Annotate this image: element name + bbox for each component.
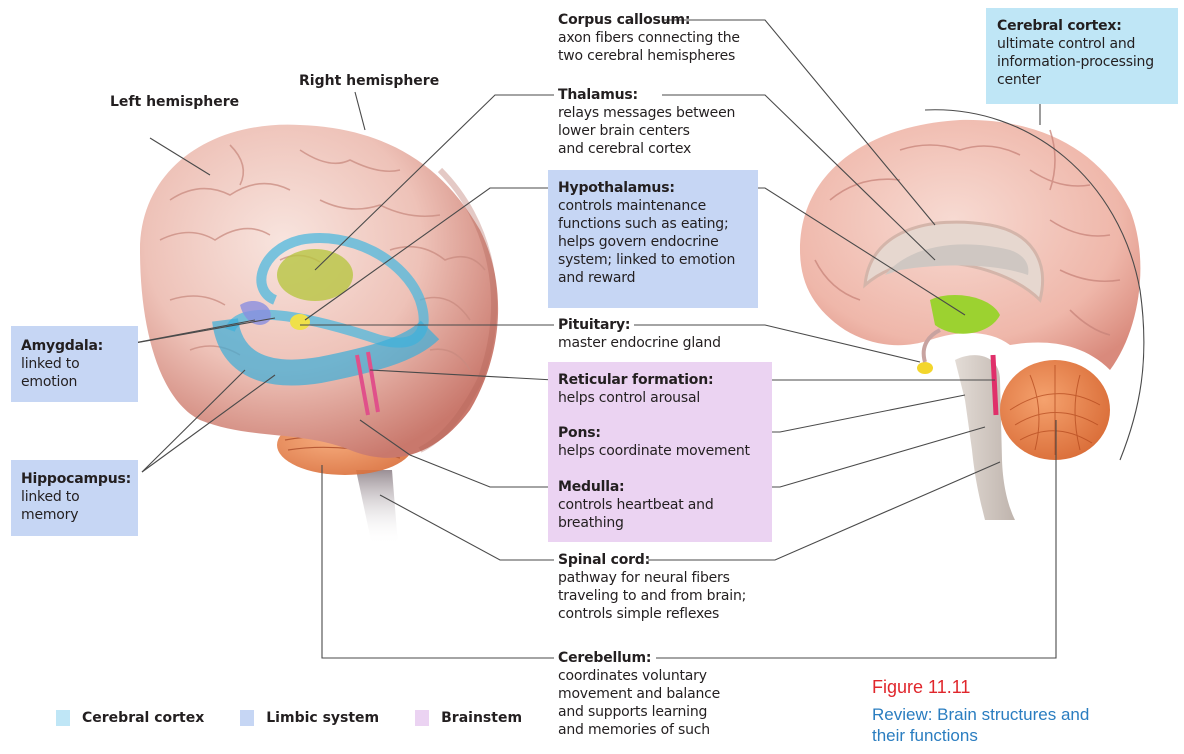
- pons-term: Pons:: [558, 425, 601, 441]
- corpus-callosum-term: Corpus callosum:: [558, 12, 691, 28]
- hypothalamus-desc: controls maintenance functions such as e…: [558, 198, 736, 286]
- label-reticular-formation: Reticular formation: helps control arous…: [558, 371, 714, 407]
- legend-item-brainstem: Brainstem: [415, 710, 522, 726]
- brainstem-swatch: [415, 710, 430, 726]
- cerebral-cortex-highlight-box: [986, 8, 1178, 104]
- legend-item-limbic-system: Limbic system: [240, 710, 379, 726]
- figure-caption: Figure 11.11 Review: Brain structures an…: [872, 676, 1089, 746]
- pituitary-sagittal-shape: [917, 362, 933, 374]
- cerebral-cortex-desc: ultimate control and information-process…: [997, 36, 1154, 88]
- thalamus-desc: relays messages between lower brain cent…: [558, 105, 736, 157]
- amygdala-highlight-box: [11, 326, 138, 402]
- cerebellum-term: Cerebellum:: [558, 650, 652, 666]
- label-pituitary: Pituitary: master endocrine gland: [558, 316, 721, 352]
- reticular-formation-shape: [355, 351, 380, 416]
- sagittal-brain-figure: [800, 119, 1141, 520]
- pituitary-desc: master endocrine gland: [558, 335, 721, 351]
- whole-brain-figure: [140, 124, 499, 545]
- label-cerebellum: Cerebellum: coordinates voluntary moveme…: [558, 649, 720, 739]
- cerebral-cortex-term: Cerebral cortex:: [997, 18, 1122, 34]
- legend-item-cerebral-cortex: Cerebral cortex: [56, 710, 204, 726]
- amygdala-shape: [240, 300, 271, 325]
- spinal-cord-term: Spinal cord:: [558, 552, 651, 568]
- hippocampus-desc: linked to memory: [21, 489, 80, 523]
- brainstem-shape: [955, 355, 1015, 520]
- reticular-sagittal-shape: [990, 354, 999, 416]
- thalamus-shape: [277, 249, 353, 301]
- legend-label: Limbic system: [266, 710, 380, 726]
- medulla-desc: controls heartbeat and breathing: [558, 497, 714, 531]
- figure-title: Review: Brain structures and their funct…: [872, 705, 1090, 745]
- legend-label: Brainstem: [441, 710, 523, 726]
- figure-number: Figure 11.11: [872, 677, 971, 697]
- cerebellum-desc: coordinates voluntary movement and balan…: [558, 668, 721, 738]
- amygdala-desc: linked to emotion: [21, 356, 80, 390]
- hippocampus-term: Hippocampus:: [21, 471, 132, 487]
- pons-desc: helps coordinate movement: [558, 443, 750, 459]
- brainstem-highlight-box: [548, 362, 772, 542]
- label-corpus-callosum: Corpus callosum: axon fibers connecting …: [558, 11, 740, 65]
- limbic-system-swatch: [240, 710, 255, 726]
- medulla-term: Medulla:: [558, 479, 625, 495]
- spinal-cord-shape: [356, 470, 398, 545]
- legend: Cerebral cortex Limbic system Brainstem: [56, 710, 558, 726]
- label-medulla: Medulla: controls heartbeat and breathin…: [558, 478, 714, 532]
- label-thalamus: Thalamus: relays messages between lower …: [558, 86, 735, 158]
- hypothalamus-highlight-box: [548, 170, 758, 308]
- right-hemisphere-label: Right hemisphere: [299, 73, 440, 89]
- pituitary-term: Pituitary:: [558, 317, 631, 333]
- label-hypothalamus: Hypothalamus: controls maintenance funct…: [558, 179, 735, 287]
- thalamus-term: Thalamus:: [558, 87, 638, 103]
- label-pons: Pons: helps coordinate movement: [558, 424, 750, 460]
- label-spinal-cord: Spinal cord: pathway for neural fibers t…: [558, 551, 746, 623]
- legend-label: Cerebral cortex: [82, 710, 205, 726]
- corpus-callosum-desc: axon fibers connecting the two cerebral …: [558, 30, 740, 64]
- label-amygdala: Amygdala: linked to emotion: [21, 337, 103, 391]
- left-hemisphere-label: Left hemisphere: [110, 94, 240, 110]
- hippocampus-shape: [212, 317, 440, 386]
- reticular-formation-desc: helps control arousal: [558, 390, 701, 406]
- hippocampus-highlight-box: [11, 460, 138, 536]
- reticular-formation-term: Reticular formation:: [558, 372, 714, 388]
- label-cerebral-cortex: Cerebral cortex: ultimate control and in…: [997, 17, 1154, 89]
- amygdala-term: Amygdala:: [21, 338, 104, 354]
- label-hippocampus: Hippocampus: linked to memory: [21, 470, 131, 524]
- hypothalamus-term: Hypothalamus:: [558, 180, 675, 196]
- cerebral-cortex-swatch: [56, 710, 70, 726]
- spinal-cord-desc: pathway for neural fibers traveling to a…: [558, 570, 747, 622]
- pituitary-shape: [290, 314, 310, 330]
